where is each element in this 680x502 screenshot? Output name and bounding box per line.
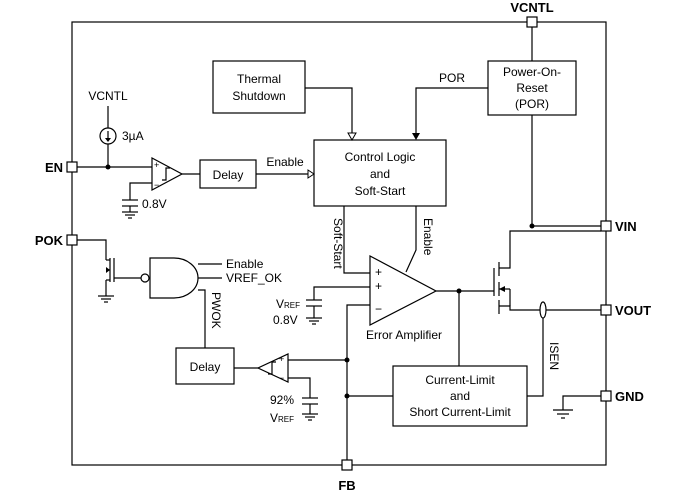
- vcntl-internal-label: VCNTL: [88, 89, 128, 103]
- enable-signal-label: Enable: [266, 155, 304, 169]
- arrow-icon: [307, 169, 315, 179]
- current-limit-line1: Current-Limit: [425, 373, 495, 387]
- soft-start-label: Soft-Start: [331, 218, 345, 269]
- por-line3: (POR): [515, 97, 549, 111]
- current-limit-block: Current-Limit and Short Current-Limit: [392, 365, 528, 427]
- current-sense-icon: [539, 301, 547, 319]
- arrow-icon: [412, 133, 420, 140]
- por-block: Power-On- Reset (POR): [487, 60, 577, 116]
- vref-main-label: VREF: [276, 297, 300, 311]
- thermal-shutdown-line1: Thermal: [237, 72, 281, 86]
- wire-delay-and: [198, 289, 206, 348]
- pwok-vertical-label: PWOK: [209, 292, 223, 329]
- and-gate: [140, 257, 199, 299]
- wire-vref-amp: [313, 286, 370, 300]
- vref-sub: REF: [284, 301, 300, 310]
- and-vrefok-label: VREF_OK: [226, 271, 282, 285]
- wire-en-ref: [129, 182, 152, 200]
- current-limit-line2: and: [450, 389, 470, 403]
- error-amp-minus: −: [375, 302, 382, 316]
- vref2-sub: REF: [278, 415, 294, 424]
- enable-vertical-label: Enable: [421, 218, 435, 256]
- pwok-comp-plus: +: [279, 354, 284, 364]
- pin-vin: VIN: [600, 219, 637, 234]
- wire-softstart: [343, 206, 370, 274]
- pin-vout: VOUT: [600, 303, 651, 318]
- pass-transistor-icon: [493, 230, 601, 314]
- wire-por-control: [415, 87, 488, 133]
- pin-gnd-label: GND: [615, 389, 644, 404]
- thermal-shutdown-line2: Shutdown: [232, 89, 285, 103]
- pin-pok: POK: [35, 233, 78, 248]
- error-amplifier-label: Error Amplifier: [366, 328, 442, 342]
- hysteresis-icon: [162, 167, 170, 181]
- pin-vin-label: VIN: [615, 219, 637, 234]
- vref2-main: V: [270, 411, 278, 425]
- wire-fb-amp: [346, 304, 370, 460]
- delay-pwok-label: Delay: [190, 360, 221, 374]
- delay-pwok-block: Delay: [175, 347, 235, 385]
- hysteresis-icon: [268, 361, 276, 375]
- pin-vout-label: VOUT: [615, 303, 651, 318]
- and-enable-label: Enable: [226, 257, 264, 271]
- current-source-label: 3µA: [122, 129, 144, 143]
- wire-thermal-control: [305, 87, 353, 133]
- wire-pwok-ref: [288, 377, 311, 398]
- pin-fb-label: FB: [338, 478, 355, 493]
- wire-isen: [527, 318, 544, 397]
- arrow-icon: [347, 132, 357, 142]
- pin-en-label: EN: [45, 160, 63, 175]
- control-logic-block: Control Logic and Soft-Start: [313, 139, 447, 207]
- wire-enable-amp: [405, 206, 417, 273]
- control-logic-line3: Soft-Start: [355, 184, 406, 198]
- thermal-shutdown-block: Thermal Shutdown: [212, 60, 306, 114]
- control-logic-line2: and: [370, 167, 390, 181]
- wire-gnd: [562, 395, 601, 410]
- current-limit-line3: Short Current-Limit: [409, 405, 511, 419]
- pin-pok-label: POK: [35, 233, 64, 248]
- control-logic-line1: Control Logic: [345, 150, 416, 164]
- pwok-comp-minus: −: [279, 373, 284, 383]
- wire-pok-fet: [77, 239, 107, 260]
- por-line2: Reset: [516, 81, 548, 95]
- vref2-label: VREF: [270, 411, 294, 425]
- pin-vcntl-label: VCNTL: [510, 0, 553, 15]
- vref-main: V: [276, 297, 284, 311]
- error-amp-plus-top: +: [375, 265, 382, 279]
- vref-value-label: 0.8V: [273, 313, 298, 327]
- isen-label: ISEN: [547, 342, 561, 370]
- error-amplifier: + + Error Amplifier: [366, 255, 442, 342]
- delay-en-label: Delay: [213, 168, 244, 182]
- pwok-pct-label: 92%: [270, 393, 294, 407]
- pwok-comparator: + −: [256, 353, 289, 383]
- pin-gnd: GND: [600, 389, 644, 404]
- por-signal-label: POR: [439, 71, 465, 85]
- en-comp-plus: +: [154, 160, 159, 170]
- en-comp-minus: −: [154, 180, 159, 190]
- por-line1: Power-On-: [503, 65, 561, 79]
- en-comparator: + −: [151, 157, 184, 191]
- error-amp-plus-bottom: +: [375, 279, 382, 293]
- en-ref-label: 0.8V: [142, 197, 167, 211]
- delay-en-block: Delay: [199, 159, 257, 189]
